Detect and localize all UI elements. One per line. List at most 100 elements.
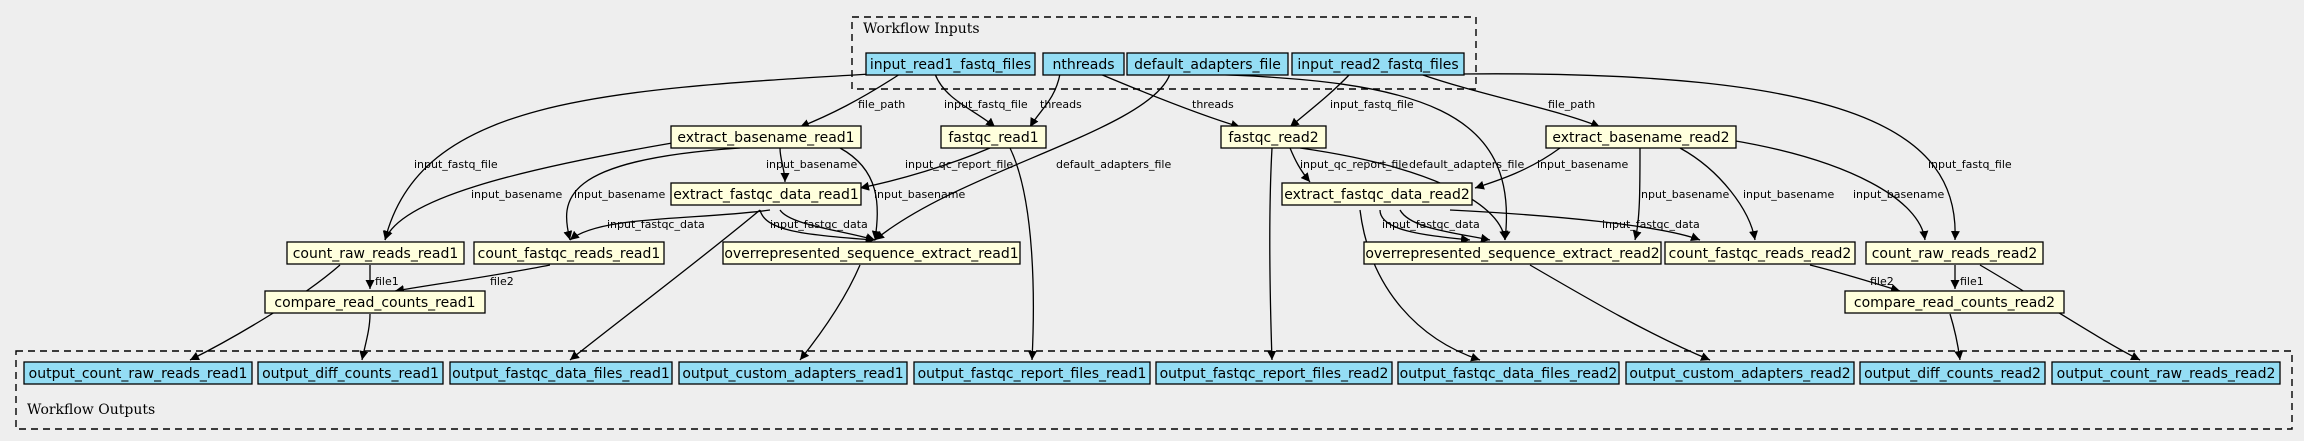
fastqc-read2-node[interactable]: fastqc_read2 xyxy=(1220,125,1327,149)
edge-label: input_basename xyxy=(1537,158,1628,171)
edge-label: input_fastq_file xyxy=(1928,158,2012,171)
edge-fastqc1-to-report-read1 xyxy=(1009,147,1037,361)
edge-count-fastqc2-to-compare2-file2 xyxy=(1809,264,1901,293)
edge-basename1-to-count-fastqc-reads-read1 xyxy=(563,147,741,241)
edge-label: input_fastqc_data xyxy=(770,218,868,231)
edge-label: input_basename xyxy=(574,188,665,201)
edge-label: file2 xyxy=(490,275,514,288)
output-fastqc-data-files-read2-node[interactable]: output_fastqc_data_files_read2 xyxy=(1397,361,1620,385)
edge-read1-to-extract-basename-read1 xyxy=(799,73,901,128)
workflow-outputs-cluster: Workflow Outputs xyxy=(15,350,2293,430)
extract-fastqc-data-read1-node[interactable]: extract_fastqc_data_read1 xyxy=(670,182,862,206)
overrepresented-sequence-extract-read1-node[interactable]: overrepresented_sequence_extract_read1 xyxy=(722,241,1021,265)
output-diff-counts-read1-node[interactable]: output_diff_counts_read1 xyxy=(257,361,444,385)
edge-label: threads xyxy=(1192,98,1234,111)
edge-label: input_fastq_file xyxy=(1330,98,1414,111)
extract-basename-read2-node[interactable]: extract_basename_read2 xyxy=(1545,125,1737,149)
edge-label: input_basename xyxy=(874,188,965,201)
edge-read2-to-count-raw-reads-read2 xyxy=(1459,73,1960,241)
output-fastqc-report-files-read2-node[interactable]: output_fastqc_report_files_read2 xyxy=(1155,361,1393,385)
input-read1-fastq-files-node[interactable]: input_read1_fastq_files xyxy=(865,52,1036,76)
workflow-inputs-cluster: Workflow Inputs xyxy=(851,16,1477,90)
nthreads-node[interactable]: nthreads xyxy=(1042,52,1125,76)
node-label: extract_basename_read2 xyxy=(1552,130,1729,146)
edge-count-raw1-to-output-count-raw-read1 xyxy=(189,264,341,361)
edge-basename2-to-count-fastqc-read2 xyxy=(1679,147,1758,241)
edge-extract-fastqc1-to-data-files-read1 xyxy=(569,209,761,361)
edge-label: input_qc_report_file xyxy=(905,158,1013,171)
output-diff-counts-read2-node[interactable]: output_diff_counts_read2 xyxy=(1859,361,2046,385)
node-label: input_read2_fastq_files xyxy=(1297,57,1458,73)
output-custom-adapters-read2-node[interactable]: output_custom_adapters_read2 xyxy=(1625,361,1855,385)
edge-label: file1 xyxy=(1960,275,1984,288)
step-nodes: extract_basename_read1 fastqc_read1 fast… xyxy=(264,125,2065,314)
workflow-outputs-label: Workflow Outputs xyxy=(27,402,155,418)
edge-count-raw2-to-output-count-raw-read2 xyxy=(1979,264,2141,361)
edge-extract-fastqc2-to-overrep-read2b xyxy=(1399,209,1491,243)
node-label: compare_read_counts_read1 xyxy=(274,295,475,311)
edge-basename2-to-count-raw-read2 xyxy=(1729,139,1929,241)
edge-compare1-to-output-diff-read1 xyxy=(359,313,371,361)
edge-overrep1-to-custom-adapters-read1 xyxy=(799,264,861,361)
edge-label: input_fastqc_data xyxy=(1382,218,1480,231)
output-fastqc-data-files-read1-node[interactable]: output_fastqc_data_files_read1 xyxy=(449,361,673,385)
edge-basename2-to-overrep-read2 xyxy=(1632,147,1642,241)
edge-label: input_fastq_file xyxy=(944,98,1028,111)
edge-compare2-to-output-diff-read2 xyxy=(1949,313,1964,361)
input-nodes: input_read1_fastq_files nthreads default… xyxy=(865,52,1465,76)
edge-label: threads xyxy=(1040,98,1082,111)
node-label: output_fastqc_data_files_read2 xyxy=(1400,366,1618,382)
edge-label: input_basename xyxy=(766,158,857,171)
output-custom-adapters-read1-node[interactable]: output_custom_adapters_read1 xyxy=(678,361,908,385)
edge-extract-fastqc1-to-overrep-read1a xyxy=(759,209,876,244)
overrepresented-sequence-extract-read2-node[interactable]: overrepresented_sequence_extract_read2 xyxy=(1363,241,1662,265)
edge-extract-fastqc2-to-data-files-read2 xyxy=(1359,209,1481,362)
node-label: output_fastqc_report_files_read2 xyxy=(1160,366,1389,382)
node-label: output_count_raw_reads_read1 xyxy=(29,366,248,382)
edge-read1-to-count-raw-reads-read1 xyxy=(382,73,871,241)
edges xyxy=(189,73,2141,362)
count-fastqc-reads-read1-node[interactable]: count_fastqc_reads_read1 xyxy=(473,241,665,265)
output-count-raw-reads-read1-node[interactable]: output_count_raw_reads_read1 xyxy=(23,361,253,385)
edge-overrep2-to-custom-adapters-read2 xyxy=(1529,264,1711,361)
node-label: output_count_raw_reads_read2 xyxy=(2057,366,2276,382)
node-label: fastqc_read1 xyxy=(948,130,1038,146)
edge-read2-to-fastqc-read2 xyxy=(1289,73,1351,128)
workflow-inputs-label: Workflow Inputs xyxy=(863,21,980,37)
edge-label: file_path xyxy=(1548,98,1595,111)
edge-adapters-to-overrep-read1 xyxy=(874,73,1171,241)
edge-label: file2 xyxy=(1870,275,1894,288)
edge-label: file_path xyxy=(858,98,905,111)
extract-fastqc-data-read2-node[interactable]: extract_fastqc_data_read2 xyxy=(1281,182,1473,206)
node-label: extract_fastqc_data_read2 xyxy=(1284,187,1470,203)
edge-label: input_basename xyxy=(1743,188,1834,201)
edge-extract-fastqc1-to-overrep-read1b xyxy=(779,209,876,242)
node-label: default_adapters_file xyxy=(1134,57,1281,73)
count-raw-reads-read2-node[interactable]: count_raw_reads_read2 xyxy=(1865,241,2044,265)
compare-read-counts-read1-node[interactable]: compare_read_counts_read1 xyxy=(264,290,486,314)
node-label: count_fastqc_reads_read2 xyxy=(1669,246,1852,262)
edge-extract-fastqc1-to-count-fastqc-read1 xyxy=(569,209,771,241)
output-count-raw-reads-read2-node[interactable]: output_count_raw_reads_read2 xyxy=(2051,361,2281,385)
node-label: output_diff_counts_read2 xyxy=(1864,366,2041,382)
node-label: output_custom_adapters_read2 xyxy=(1629,366,1850,382)
node-label: output_fastqc_data_files_read1 xyxy=(452,366,670,382)
node-label: count_fastqc_reads_read1 xyxy=(478,246,661,262)
node-label: output_diff_counts_read1 xyxy=(262,366,439,382)
edge-label: input_basename xyxy=(1638,188,1729,201)
node-label: count_raw_reads_read1 xyxy=(293,246,459,262)
input-read2-fastq-files-node[interactable]: input_read2_fastq_files xyxy=(1291,52,1465,76)
compare-read-counts-read2-node[interactable]: compare_read_counts_read2 xyxy=(1844,290,2065,314)
node-label: fastqc_read2 xyxy=(1228,130,1318,146)
output-fastqc-report-files-read1-node[interactable]: output_fastqc_report_files_read1 xyxy=(913,361,1151,385)
extract-basename-read1-node[interactable]: extract_basename_read1 xyxy=(670,125,862,149)
count-fastqc-reads-read2-node[interactable]: count_fastqc_reads_read2 xyxy=(1664,241,1856,265)
default-adapters-file-node[interactable]: default_adapters_file xyxy=(1126,52,1289,76)
edge-label: input_basename xyxy=(1853,188,1944,201)
edge-labels: file_path input_fastq_file threads threa… xyxy=(375,98,2012,288)
edge-label: input_qc_report_file xyxy=(1300,158,1408,171)
fastqc-read1-node[interactable]: fastqc_read1 xyxy=(940,125,1047,149)
edge-label: file1 xyxy=(375,275,399,288)
count-raw-reads-read1-node[interactable]: count_raw_reads_read1 xyxy=(286,241,465,265)
